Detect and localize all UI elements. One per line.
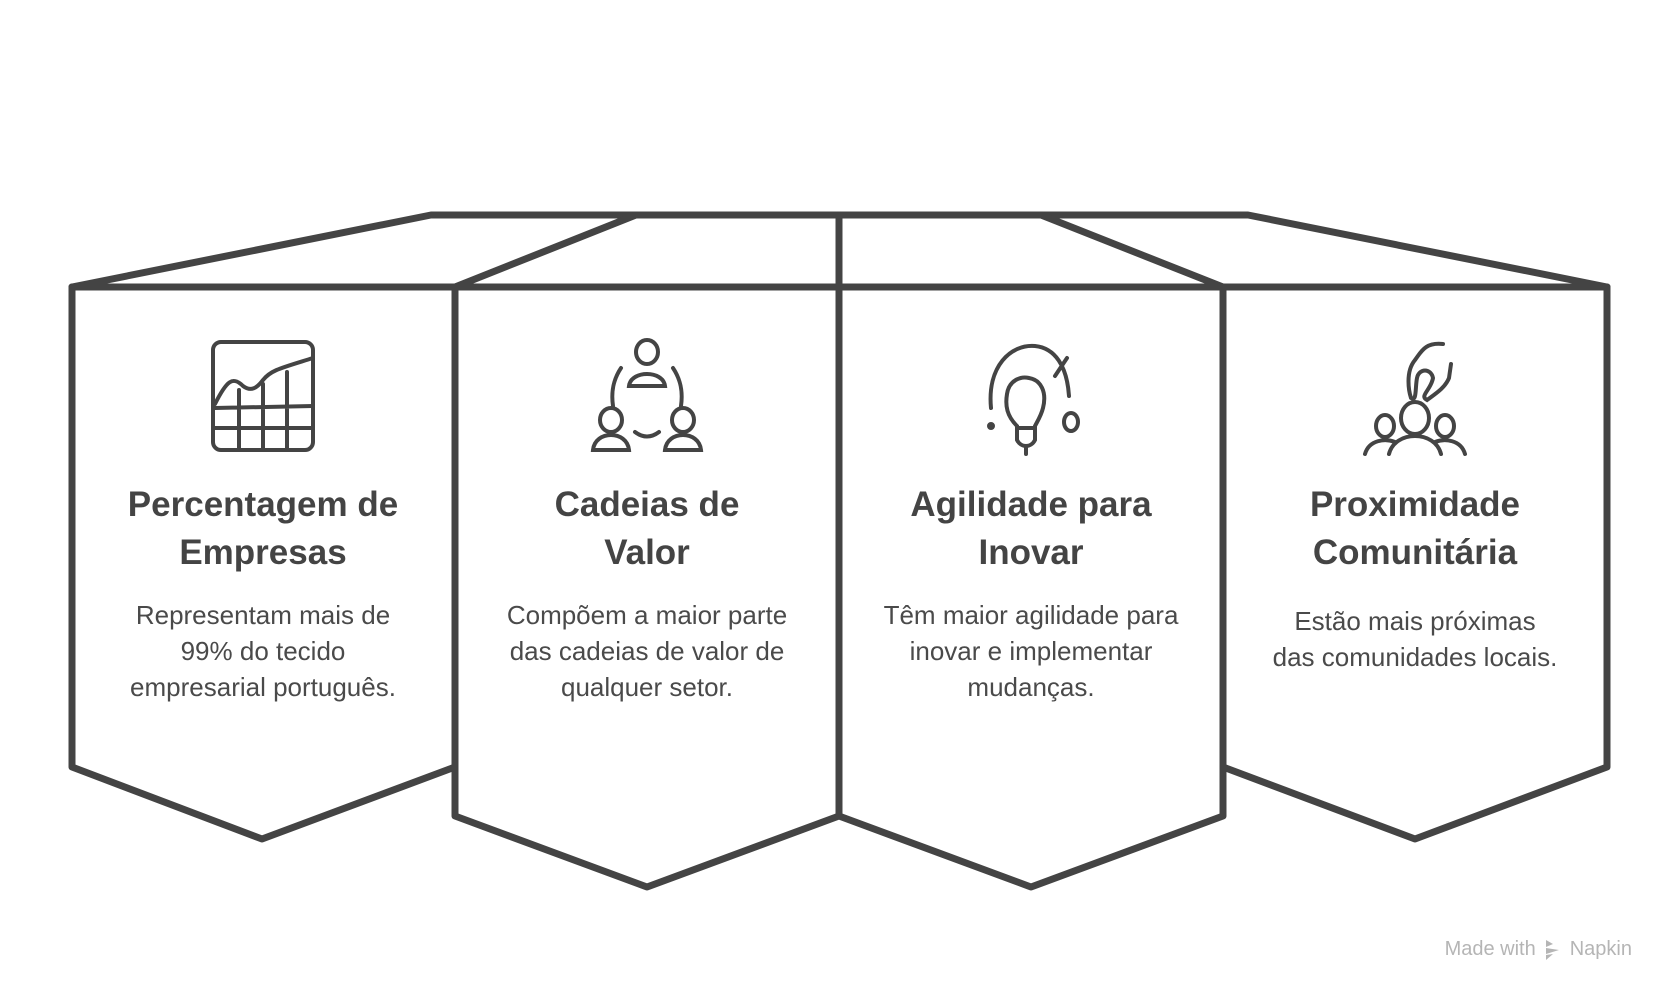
- card-description: Representam mais de 99% do tecido empres…: [130, 600, 396, 702]
- card-title: Percentagem de Empresas: [127, 485, 399, 572]
- watermark-prefix: Made with: [1444, 938, 1536, 960]
- card-title: Cadeias de Valor: [554, 485, 740, 572]
- people-cycle-icon: [590, 338, 704, 452]
- community-hand-icon: [1363, 341, 1467, 456]
- card-2-outline: [451, 283, 843, 891]
- card-cadeias-valor: Cadeias de Valor Compõem a maior parte d…: [477, 481, 817, 705]
- lightbulb-icon: [987, 343, 1080, 456]
- card-description: Compõem a maior parte das cadeias de val…: [506, 600, 788, 702]
- chart-grid-icon: [211, 340, 315, 452]
- card-percentagem-empresas: Percentagem de Empresas Representam mais…: [93, 481, 433, 705]
- roof-fold-right: [1037, 211, 1227, 291]
- card-agilidade-inovar: Agilidade para Inovar Têm maior agilidad…: [861, 481, 1201, 705]
- card-1-outline: [68, 283, 459, 843]
- roof-fold-left: [451, 211, 640, 291]
- card-4-outline: [1219, 283, 1611, 843]
- watermark-brand: Napkin: [1569, 938, 1632, 960]
- card-title: Proximidade Comunitária: [1309, 485, 1521, 572]
- card-description: Têm maior agilidade para inovar e implem…: [883, 600, 1179, 702]
- card-title: Agilidade para Inovar: [910, 485, 1152, 572]
- card-description: Estão mais próximas das comunidades loca…: [1272, 606, 1558, 672]
- napkin-watermark: Made with Napkin: [1445, 938, 1632, 961]
- napkin-logo-icon: [1545, 939, 1559, 960]
- card-3-outline: [835, 283, 1227, 891]
- card-proximidade-comunitaria: Proximidade Comunitária Estão mais próxi…: [1245, 481, 1585, 675]
